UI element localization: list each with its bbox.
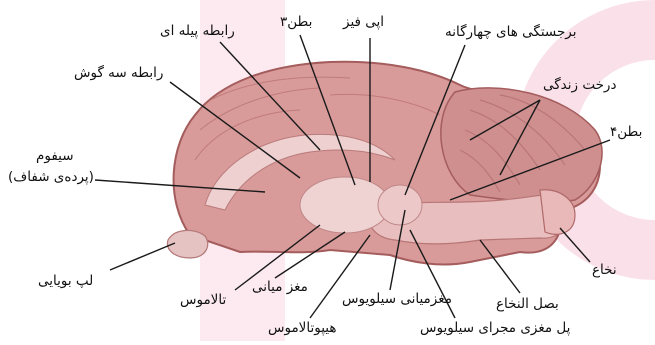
label-quadrigeminal: برجستگی های چهارگانه (445, 24, 577, 40)
label-thalamus: تالاموس (180, 292, 226, 308)
label-fornix: رابطه سه گوش (74, 65, 163, 81)
label-ventricle4: بطن۴ (610, 124, 642, 140)
label-aqueduct-midbrain: مغزمیانی سیلویوس (342, 291, 452, 307)
label-septum: سیفوم (36, 148, 74, 164)
thalamus-region (300, 177, 390, 233)
label-corpus-callosum: رابطه پیله ای (160, 23, 235, 39)
label-pineal: اپی فیز (343, 14, 384, 30)
label-olfactory-lobe: لپ بویایی (38, 273, 93, 289)
label-septum-sub: (پرده‌ی شفاف) (8, 169, 94, 185)
label-midbrain: مغز میانی (252, 279, 308, 295)
line-olfactory (110, 243, 175, 270)
label-arbor-vitae: درخت زندگی (543, 77, 616, 93)
label-ventricle3: بطن۳ (280, 14, 312, 30)
label-hypothalamus: هیپوتالاموس (268, 320, 337, 336)
label-spinal-cord: نخاع (592, 262, 617, 278)
midbrain-region (378, 185, 422, 225)
label-aqueduct-pons: پل مغزی مجرای سیلویوس (420, 320, 570, 336)
label-medulla: بصل النخاع (496, 296, 559, 312)
